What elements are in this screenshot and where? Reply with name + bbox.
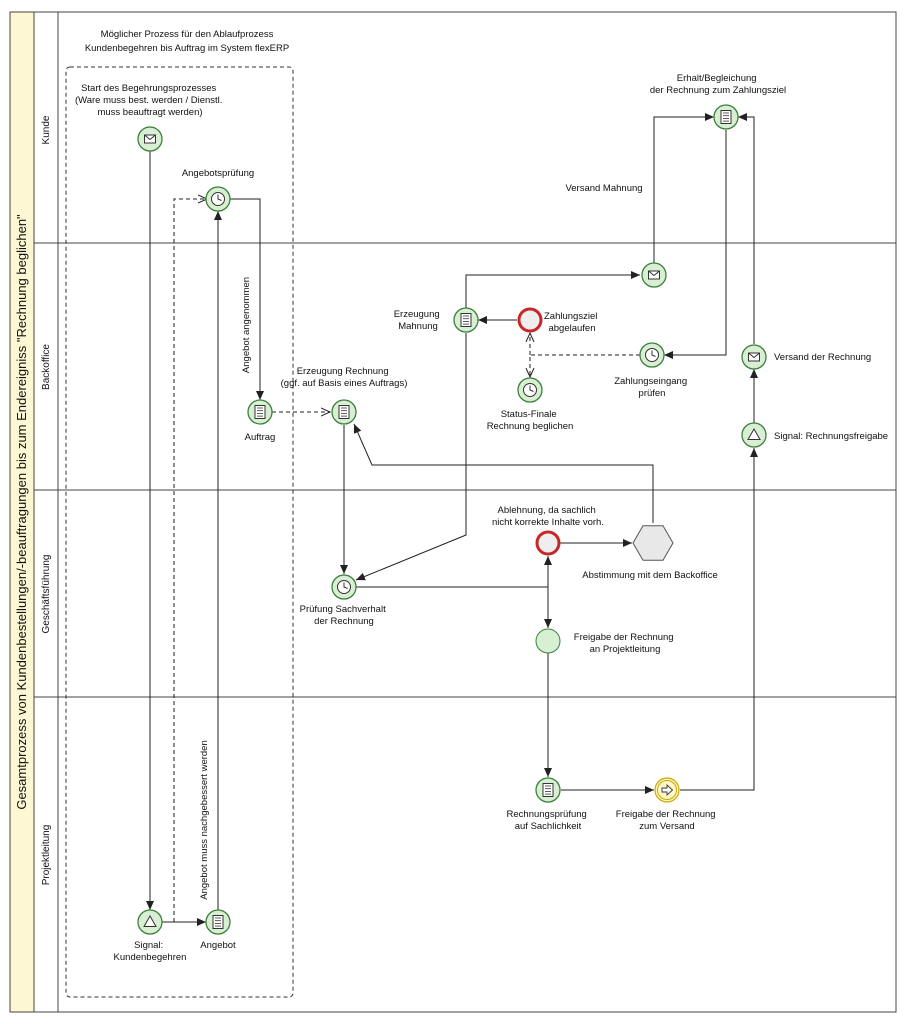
document-icon — [212, 915, 224, 929]
node-auftrag[interactable] — [247, 399, 273, 425]
label-signal-rechnungsfreigabe: Signal: Rechnungsfreigabe — [774, 431, 888, 442]
label-erzeugung-mahnung: Erzeugung Mahnung — [394, 309, 443, 332]
label-zahlungseingang: Zahlungseingang prüfen — [614, 376, 690, 399]
flow-abstimmung-to-rechnung — [353, 423, 654, 523]
label-freigabe-versand: Freigabe der Rechnung zum Versand — [616, 809, 718, 832]
label-abstimmung: Abstimmung mit dem Backoffice — [582, 570, 718, 581]
node-erhalt[interactable] — [713, 104, 739, 130]
node-versand-rechnung[interactable] — [741, 344, 767, 370]
flow-freigabe-versand-to-signal — [680, 448, 758, 791]
node-versand-mahnung-evt[interactable] — [641, 262, 667, 288]
flow-mahnung-to-pruefung — [355, 333, 467, 581]
pool-header — [9, 11, 35, 1013]
flow-pruefung-to-auftrag — [230, 198, 264, 400]
label-ablehnung: Ablehnung, da sachlich nicht korrekte In… — [492, 505, 604, 528]
flow-versand-mahnung-to-erhalt — [653, 113, 714, 263]
lane-label-geschaeftsfuehrung: Geschäftsführung — [41, 555, 52, 634]
lane-label-backoffice: Backoffice — [41, 344, 52, 390]
node-pruefung-sachverhalt[interactable] — [331, 574, 357, 600]
label-status-finale: Status-Finale Rechnung beglichen — [487, 409, 574, 432]
label-freigabe-pl: Freigabe der Rechnung an Projektleitung — [574, 632, 676, 655]
flow-nachbessern — [173, 199, 207, 922]
document-icon — [720, 110, 732, 124]
flow-erhalt-to-zahlungseingang — [664, 130, 727, 359]
node-erzeugung-rechnung[interactable] — [331, 399, 357, 425]
label-nachbessern: Angebot muss nachgebessert werden — [199, 740, 210, 900]
flow-versand-to-erhalt — [738, 113, 755, 344]
label-angebot-angenommen: Angebot angenommen — [241, 277, 252, 373]
labels: Start des Begehrungsprozesses (Ware muss… — [75, 73, 888, 963]
node-status-finale[interactable] — [517, 377, 543, 403]
label-angebot: Angebot — [200, 940, 236, 951]
label-angebotspruefung: Angebotsprüfung — [182, 168, 254, 179]
flow-zahlungseingang-to-status — [530, 354, 640, 377]
node-zahlungsziel[interactable] — [517, 307, 543, 333]
label-start: Start des Begehrungsprozesses (Ware muss… — [75, 83, 225, 118]
flows — [146, 113, 758, 926]
label-versand-mahnung: Versand Mahnung — [565, 183, 642, 194]
pool-frame — [9, 11, 897, 1013]
label-pruefung-sachverhalt: Prüfung Sachverhalt der Rechnung — [300, 604, 389, 627]
node-angebot[interactable] — [205, 909, 231, 935]
node-erzeugung-mahnung[interactable] — [453, 307, 479, 333]
node-freigabe-pl[interactable] — [535, 628, 561, 654]
node-abstimmung[interactable] — [632, 525, 674, 561]
group-title-line1: Möglicher Prozess für den Ablaufprozess — [101, 29, 274, 40]
node-angebotspruefung[interactable] — [205, 186, 231, 212]
arrow-right-icon — [661, 783, 674, 797]
flow-mahnung-to-versand-mahnung — [465, 271, 640, 308]
document-icon — [460, 313, 472, 327]
node-start[interactable] — [137, 126, 163, 152]
lane-label-kunde: Kunde — [41, 115, 52, 144]
document-icon — [338, 405, 350, 419]
label-erzeugung-rechnung: Erzeugung Rechnung (ggf. auf Basis eines… — [281, 366, 408, 389]
node-signal-kundenbegehren[interactable] — [137, 909, 163, 935]
label-signal-kundenbegehren: Signal: Kundenbegehren — [114, 940, 187, 963]
label-erhalt: Erhalt/Begleichung der Rechnung zum Zahl… — [650, 73, 786, 96]
lane-label-projektleitung: Projektleitung — [41, 825, 52, 886]
document-icon — [542, 783, 554, 797]
pool-title: Gesamtprozess von Kundenbestellungen/-be… — [14, 214, 29, 810]
node-ablehnung[interactable] — [535, 530, 561, 556]
triangle-icon — [747, 427, 761, 440]
label-zahlungsziel: Zahlungsziel abgelaufen — [544, 311, 600, 334]
group-box — [65, 66, 294, 998]
label-auftrag: Auftrag — [245, 432, 276, 443]
group-title-line2: Kundenbegehren bis Auftrag im System fle… — [85, 43, 289, 54]
label-versand-rechnung: Versand der Rechnung — [774, 352, 871, 363]
triangle-icon — [143, 914, 157, 927]
hexagon-gateway-icon — [632, 525, 674, 561]
node-zahlungseingang[interactable] — [639, 342, 665, 368]
node-signal-rechnungsfreigabe[interactable] — [741, 422, 767, 448]
node-rechnungspruefung[interactable] — [535, 777, 561, 803]
document-icon — [254, 405, 266, 419]
node-freigabe-versand[interactable] — [654, 777, 680, 803]
label-rechnungspruefung: Rechnungsprüfung auf Sachlichkeit — [507, 809, 590, 832]
